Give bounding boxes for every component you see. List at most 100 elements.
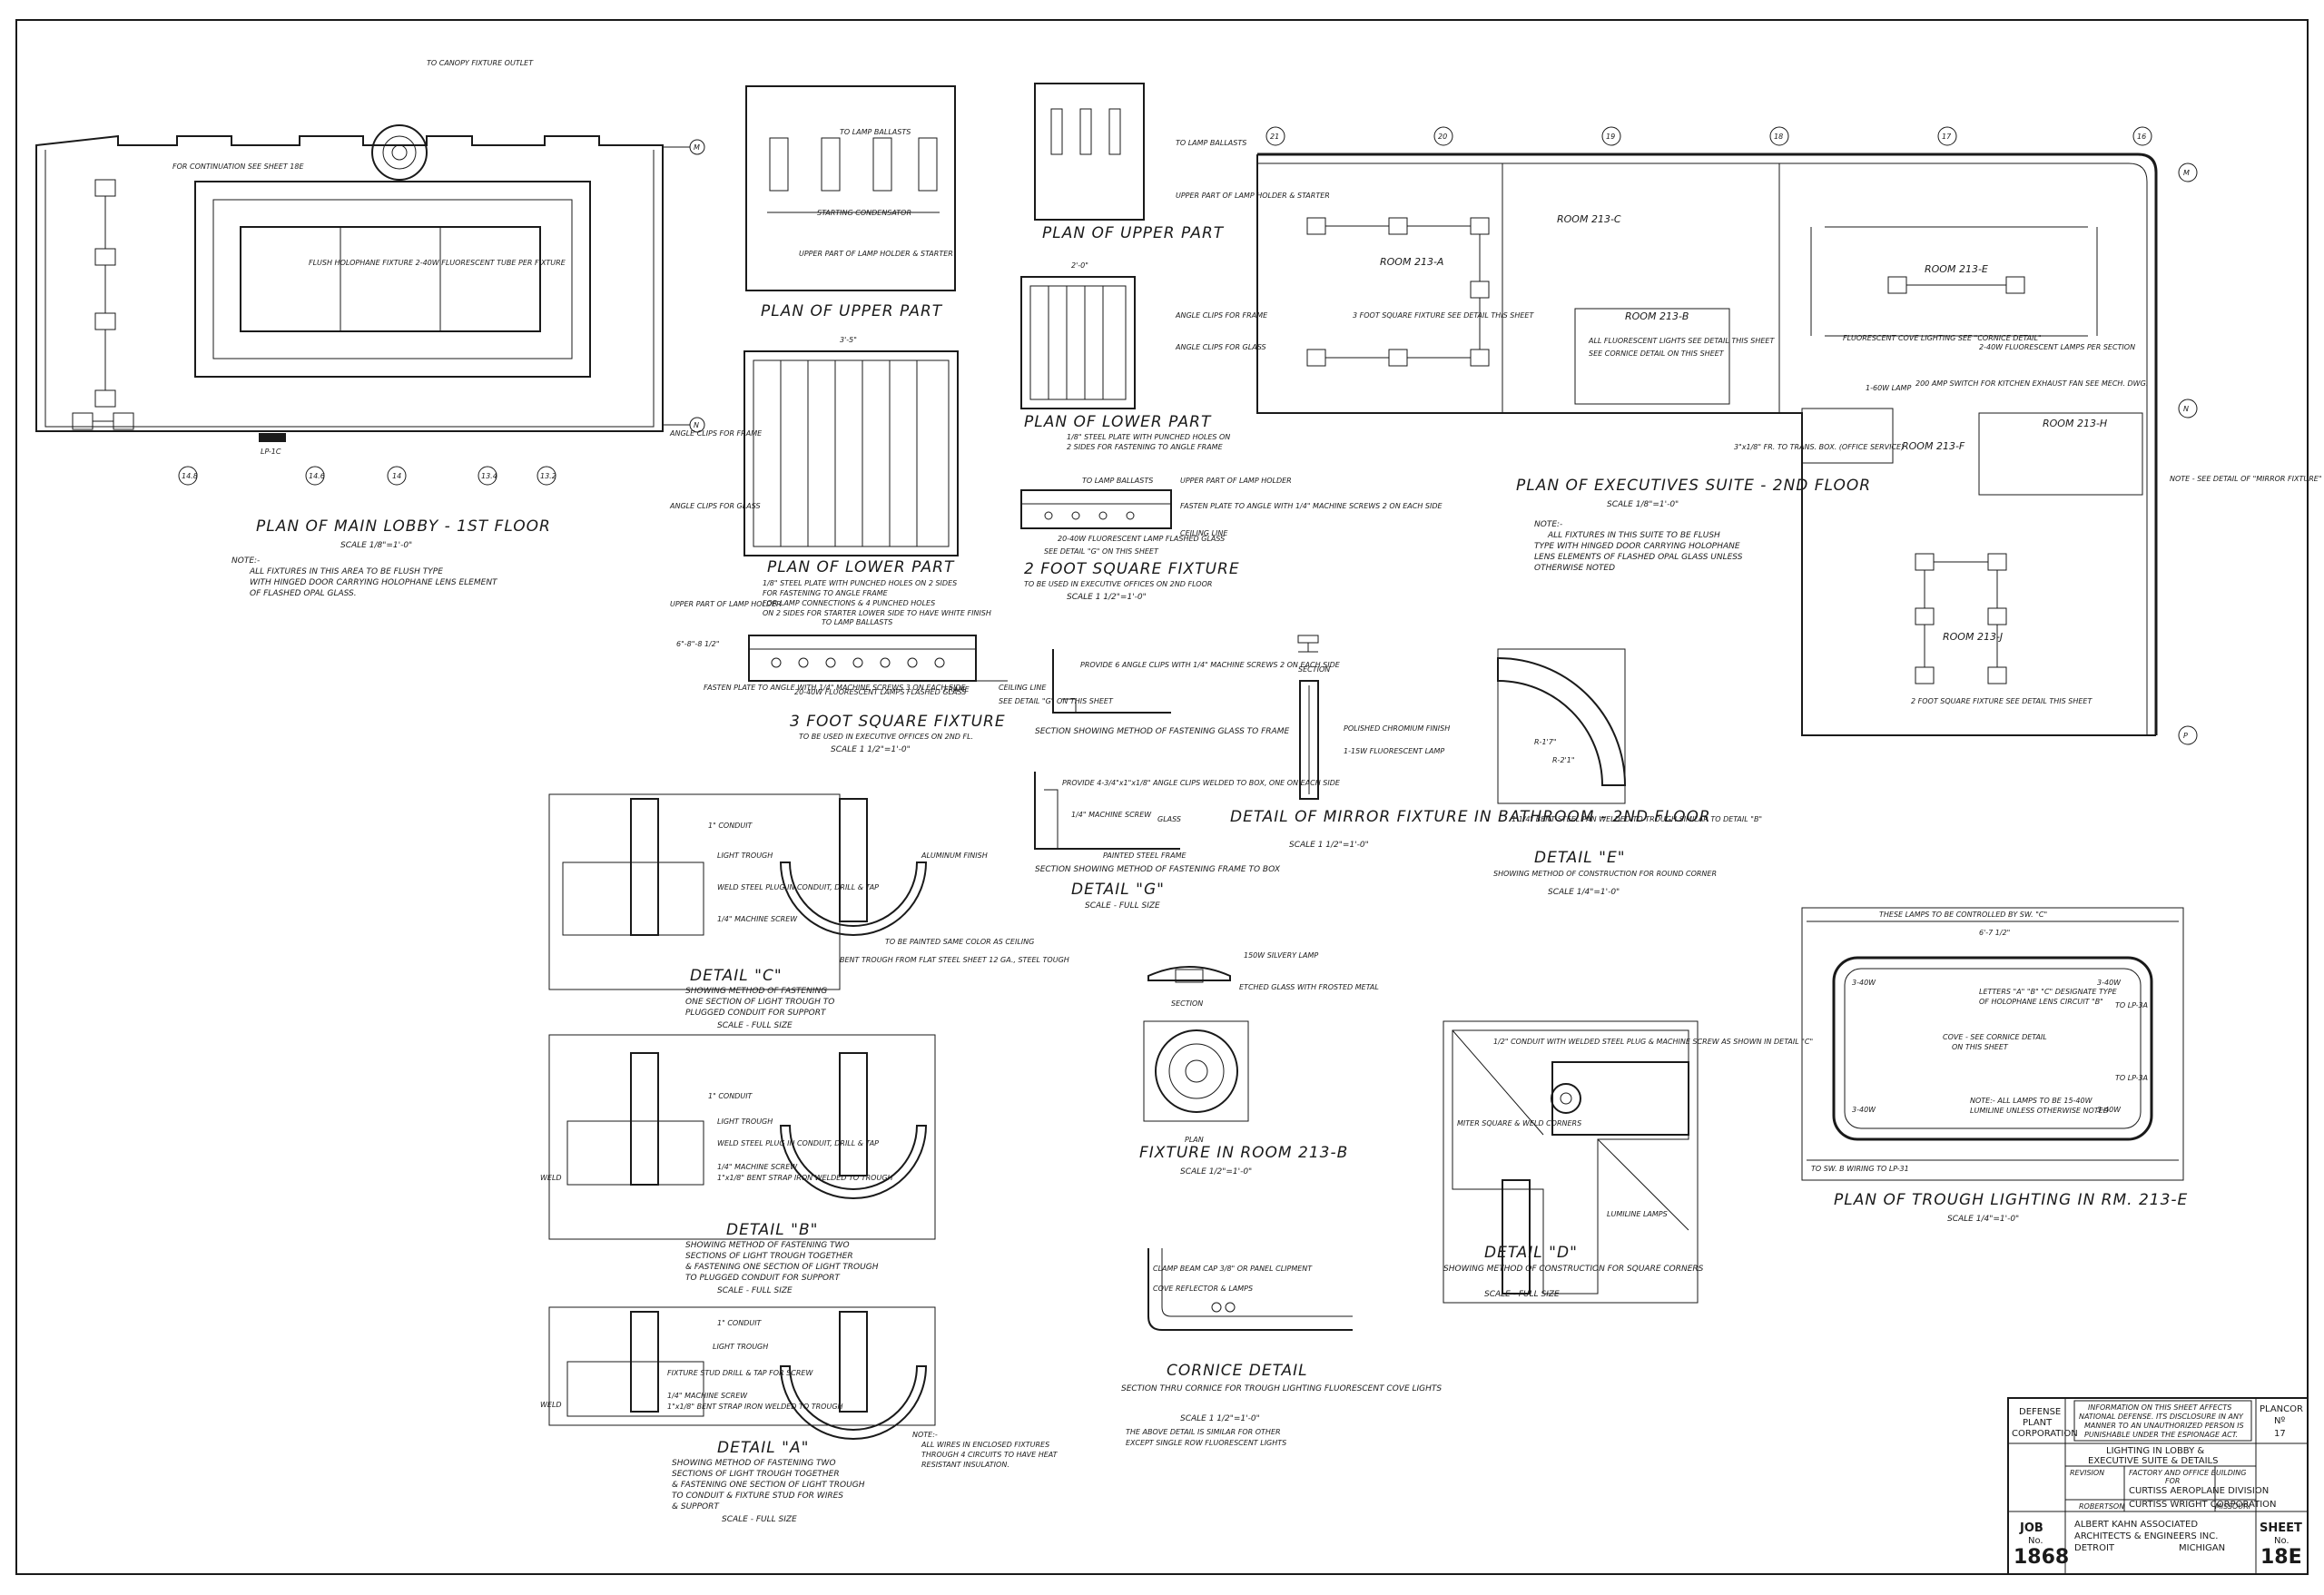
detail-b-sub-1: SHOWING METHOD OF FASTENING TWO	[685, 1241, 850, 1250]
tb-sheet-label: SHEET	[2260, 1521, 2302, 1535]
detail-b-sub-4: TO PLUGGED CONDUIT FOR SUPPORT	[685, 1274, 841, 1283]
room-213j: ROOM 213-J	[1943, 631, 2003, 643]
detail-b-strip: 1"x1/8" BENT STRAP IRON WELDED TO TROUGH	[717, 1174, 893, 1182]
lobby-flush-label: FLUSH HOLOPHANE FIXTURE 2-40W FLUORESCEN…	[309, 259, 566, 267]
detail-a-sub-1: SHOWING METHOD OF FASTENING TWO	[672, 1459, 836, 1468]
exec-lbl-switch: 200 AMP SWITCH FOR KITCHEN EXHAUST FAN S…	[1915, 379, 2148, 388]
tb-job-label: JOB	[2019, 1521, 2043, 1535]
detail-d-lbl-2: MITER SQUARE & WELD CORNERS	[1457, 1119, 1581, 1127]
detail-a-note-2: ALL WIRES IN ENCLOSED FIXTURES	[921, 1441, 1049, 1449]
detail-c-title: DETAIL "C"	[690, 967, 783, 985]
room-213e: ROOM 213-E	[1925, 263, 1988, 275]
detail-b: 1" CONDUIT LIGHT TROUGH WELD STEEL PLUG …	[540, 1034, 936, 1295]
room-213b: ROOM 213-B	[1625, 310, 1689, 322]
tb-corp: CURTISS WRIGHT CORPORATION	[2129, 1500, 2277, 1510]
cornice-note-1: THE ABOVE DETAIL IS SIMILAR FOR OTHER	[1126, 1428, 1281, 1436]
f3-ballast: TO LAMP BALLASTS	[822, 618, 892, 626]
detail-a-trough: LIGHT TROUGH	[713, 1343, 768, 1351]
tb-title-2: EXECUTIVE SUITE & DETAILS	[2088, 1456, 2218, 1466]
trough-lamp-lbl-3: 3-40W	[1852, 1106, 1876, 1114]
detail-a-screw: 1/4" MACHINE SCREW	[667, 1392, 748, 1400]
exec-row-1: M	[2183, 169, 2190, 177]
f213b-title: FIXTURE IN ROOM 213-B	[1139, 1144, 1348, 1162]
mirror-label-1: POLISHED CHROMIUM FINISH	[1344, 724, 1450, 733]
mirror-scale: SCALE 1 1/2"=1'-0"	[1289, 841, 1369, 850]
f3-scale: SCALE 1 1/2"=1'-0"	[831, 745, 911, 754]
cornice-title: CORNICE DETAIL	[1167, 1362, 1308, 1380]
lobby-col-3: 14	[392, 472, 401, 480]
exec-lbl-ceiling: ALL FLUORESCENT LIGHTS SEE DETAIL THIS S…	[1588, 337, 1775, 345]
trough-top-note: THESE LAMPS TO BE CONTROLLED BY SW. "C"	[1879, 911, 2047, 919]
f213b-scale: SCALE 1/2"=1'-0"	[1180, 1167, 1252, 1177]
exec-lbl-hdrs: 3"x1/8" FR. TO TRANS. BOX. (OFFICE SERVI…	[1734, 443, 1904, 451]
room-213h: ROOM 213-H	[2043, 418, 2107, 429]
exec-lbl-2ft: 2 FOOT SQUARE FIXTURE SEE DETAIL THIS SH…	[1911, 697, 2093, 705]
detail-a-note-3: THROUGH 4 CIRCUITS TO HAVE HEAT	[921, 1451, 1059, 1459]
detail-d: 1/2" CONDUIT WITH WELDED STEEL PLUG & MA…	[1443, 1020, 1813, 1304]
detail-b-sub-2: SECTIONS OF LIGHT TROUGH TOGETHER	[685, 1252, 853, 1261]
detail-e-subtitle: SHOWING METHOD OF CONSTRUCTION FOR ROUND…	[1493, 870, 1717, 878]
detail-c-scale: SCALE - FULL SIZE	[717, 1021, 793, 1030]
lower-2ft-title: PLAN OF LOWER PART	[1024, 413, 1212, 431]
trough-dim: 6'-7 1/2"	[1979, 929, 2010, 937]
lobby-col-2: 14.6	[309, 472, 325, 480]
cornice-detail: CLAMP BEAM CAP 3/8" OR PANEL CLIPMENT CO…	[1121, 1248, 1442, 1447]
cornice-sub: SECTION THRU CORNICE FOR TROUGH LIGHTING…	[1121, 1384, 1442, 1393]
f213b-glass: ETCHED GLASS WITH FROSTED METAL	[1239, 983, 1379, 991]
exec-col-2: 20	[1438, 133, 1447, 141]
lobby-col-1: 14.8	[182, 472, 198, 480]
detail-b-sub-3: & FASTENING ONE SECTION OF LIGHT TROUGH	[685, 1263, 879, 1272]
detail-a-conduit: 1" CONDUIT	[717, 1319, 763, 1327]
detail-a-weld: WELD	[540, 1401, 562, 1409]
f2-scale: SCALE 1 1/2"=1'-0"	[1067, 593, 1147, 602]
f2-lamps: 20-40W FLUORESCENT LAMP FLASHED GLASS	[1058, 535, 1225, 543]
mirror-section-label: SECTION	[1298, 665, 1330, 674]
tb-plancor-2: Nº	[2274, 1416, 2285, 1426]
detail-c-finish: ALUMINUM FINISH	[921, 852, 988, 860]
f3-ceiling: CEILING LINE	[999, 684, 1047, 692]
exec-title: PLAN OF EXECUTIVES SUITE - 2ND FLOOR	[1516, 477, 1871, 495]
tb-job-no: 1868	[2014, 1546, 2069, 1569]
upper-3ft-holder-label: UPPER PART OF LAMP HOLDER & STARTER	[799, 250, 953, 258]
lobby-note-1: ALL FIXTURES IN THIS AREA TO BE FLUSH TY…	[249, 567, 443, 576]
detail-e-r2: R-2'1"	[1552, 756, 1575, 764]
lower-3ft-clips-glass: ANGLE CLIPS FOR GLASS	[669, 502, 761, 510]
detail-g-label-2: 1/4" MACHINE SCREW	[1071, 811, 1152, 819]
detail-g-title: SECTION SHOWING METHOD OF FASTENING FRAM…	[1035, 865, 1281, 874]
tb-defense-1: DEFENSE	[2019, 1407, 2061, 1417]
lobby-note-head: NOTE:-	[231, 556, 260, 566]
f3-title: 3 FOOT SQUARE FIXTURE	[790, 713, 1006, 731]
detail-b-scale: SCALE - FULL SIZE	[717, 1286, 793, 1295]
trough-center-2: OF HOLOPHANE LENS CIRCUIT "B"	[1979, 998, 2103, 1006]
tb-notice-3: MANNER TO AN UNAUTHORIZED PERSON IS	[2084, 1422, 2244, 1430]
lower-3ft-note-4: ON 2 SIDES FOR STARTER LOWER SIDE TO HAV…	[763, 609, 991, 617]
detail-c-sub-1: SHOWING METHOD OF FASTENING	[685, 987, 827, 996]
tb-plancor-3: 17	[2274, 1429, 2286, 1439]
tb-for: FOR	[2165, 1477, 2180, 1485]
cornice-note-2: EXCEPT SINGLE ROW FLUORESCENT LIGHTS	[1126, 1439, 1286, 1447]
exec-note-2: TYPE WITH HINGED DOOR CARRYING HOLOPHANE	[1534, 542, 1740, 551]
detail-d-sub: SHOWING METHOD OF CONSTRUCTION FOR SQUAR…	[1443, 1265, 1704, 1274]
fixture-213b: 150W SILVERY LAMP ETCHED GLASS WITH FROS…	[1139, 951, 1379, 1177]
detail-a-stud: FIXTURE STUD DRILL & TAP FOR SCREW	[667, 1369, 813, 1377]
f213b-section: SECTION	[1171, 999, 1203, 1008]
detail-e-scale: SCALE 1/4"=1'-0"	[1548, 888, 1620, 897]
f3-lamps: 20-40W FLUORESCENT LAMPS FLASHED GLASS	[794, 688, 966, 696]
upper-3ft-starting-label: STARTING CONDENSATOR	[817, 209, 911, 217]
exec-col-4: 18	[1774, 133, 1783, 141]
executive-suite-plan: 21 20 19 18 17 16 M N P ROOM 213-A ROOM …	[1256, 126, 2324, 745]
detail-c-weld: WELD STEEL PLUG IN CONDUIT, DRILL & TAP	[717, 883, 879, 891]
trough-scale: SCALE 1/4"=1'-0"	[1947, 1215, 2019, 1224]
f213b-plan: PLAN	[1185, 1136, 1204, 1144]
fixture-2ft-section: TO LAMP BALLASTS UPPER PART OF LAMP HOLD…	[1020, 477, 1443, 602]
exec-lbl-3ft: 3 FOOT SQUARE FIXTURE SEE DETAIL THIS SH…	[1353, 311, 1534, 320]
section-fastening-glass: PROVIDE 6 ANGLE CLIPS WITH 1/4" MACHINE …	[1035, 649, 1341, 736]
detail-a-sub-2: SECTIONS OF LIGHT TROUGH TOGETHER	[672, 1470, 840, 1479]
detail-c: 1" CONDUIT LIGHT TROUGH WELD STEEL PLUG …	[548, 793, 1069, 1030]
exec-row-3: P	[2183, 732, 2188, 740]
f2-ballast: TO LAMP BALLASTS	[1082, 477, 1153, 485]
room-213f: ROOM 213-F	[1902, 440, 1965, 452]
detail-e: R-1'7" R-2'1" 1 1/4" BENT STEEL PAN WELD…	[1493, 648, 1762, 897]
glass-section-label: PROVIDE 6 ANGLE CLIPS WITH 1/4" MACHINE …	[1080, 661, 1341, 669]
